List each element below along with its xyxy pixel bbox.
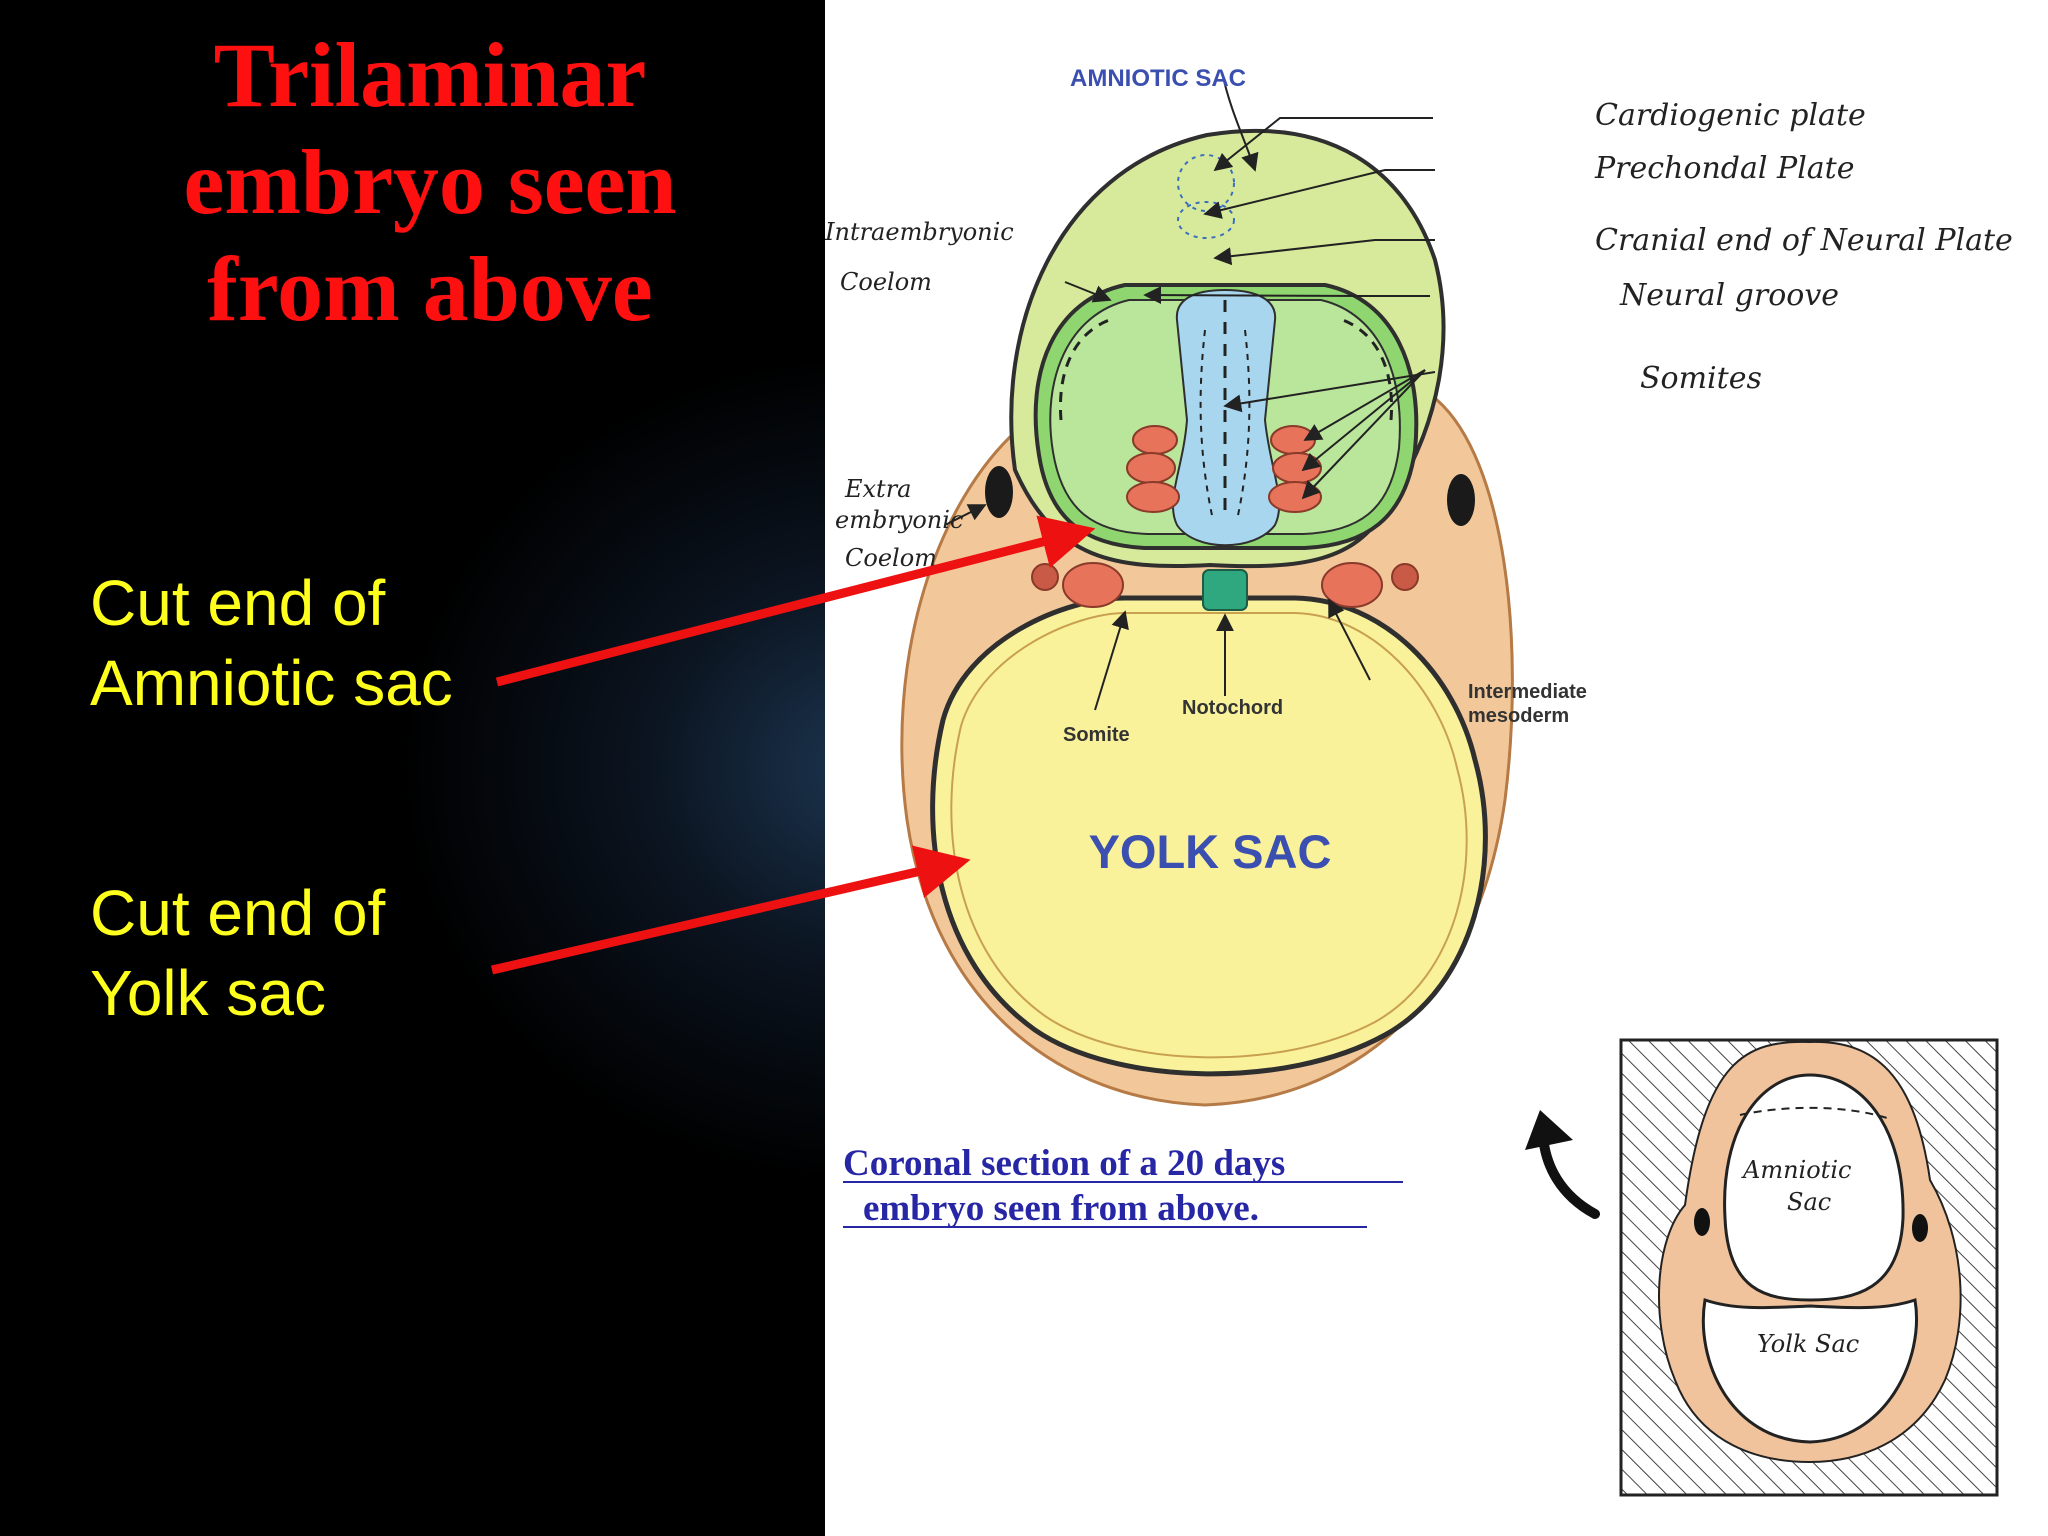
label-cardiogenic-plate: Cardiogenic plate: [1595, 98, 1866, 133]
label-cut-end-amniotic-sac: Cut end of Amniotic sac: [90, 563, 453, 723]
label-yolk-sac: YOLK SAC: [1089, 825, 1332, 878]
label-yolk-line-2: Yolk sac: [90, 957, 326, 1029]
label-extraembryonic-2: embryonic: [835, 506, 963, 534]
inset-label-yolk: Yolk Sac: [1757, 1330, 1859, 1358]
curved-arrow: [1538, 1130, 1600, 1219]
label-yolk-line-1: Cut end of: [90, 877, 386, 949]
label-extraembryonic-3: Coelom: [845, 544, 937, 572]
label-amnion-line-1: Cut end of: [90, 567, 386, 639]
caption-line-1: Coronal section of a 20 days: [843, 1143, 1285, 1184]
label-neural-groove: Neural groove: [1619, 278, 1839, 313]
somites-group: [1126, 425, 1322, 513]
label-somites: Somites: [1640, 361, 1762, 396]
label-prechordal-plate: Prechondal Plate: [1594, 151, 1854, 186]
label-intraembryonic-1: Intraembryonic: [825, 218, 1014, 246]
label-notochord: Notochord: [1182, 697, 1283, 719]
inset-label-amniotic-1: Amniotic: [1741, 1156, 1851, 1184]
label-cut-end-yolk-sac: Cut end of Yolk sac: [90, 873, 385, 1033]
caption-line-2: embryo seen from above.: [863, 1188, 1259, 1229]
section-mesoderm: [1031, 562, 1419, 611]
label-intraembryonic-2: Coelom: [840, 268, 932, 296]
label-intermediate-2: mesoderm: [1468, 705, 1569, 727]
slide-title: Trilaminar embryo seen from above: [0, 22, 860, 343]
label-extraembryonic-1: Extra: [844, 475, 911, 503]
title-line-3: from above: [207, 238, 653, 340]
label-somite: Somite: [1063, 724, 1130, 746]
yolk-sac: [930, 595, 1488, 1077]
label-amniotic-sac: AMNIOTIC SAC: [1070, 65, 1246, 92]
label-intermediate-1: Intermediate: [1468, 681, 1587, 703]
inset-figure: Amniotic Sac Yolk Sac: [1619, 1038, 1999, 1497]
label-amnion-line-2: Amniotic sac: [90, 647, 453, 719]
left-panel: [0, 0, 825, 1536]
label-cranial-end: Cranial end of Neural Plate: [1595, 223, 2013, 258]
title-line-1: Trilaminar: [213, 24, 647, 126]
embryo-diagram: AMNIOTIC SAC Cardiogenic plate Prechonda…: [825, 65, 2013, 1497]
title-line-2: embryo seen: [183, 131, 677, 233]
inset-label-amniotic-2: Sac: [1787, 1188, 1831, 1216]
